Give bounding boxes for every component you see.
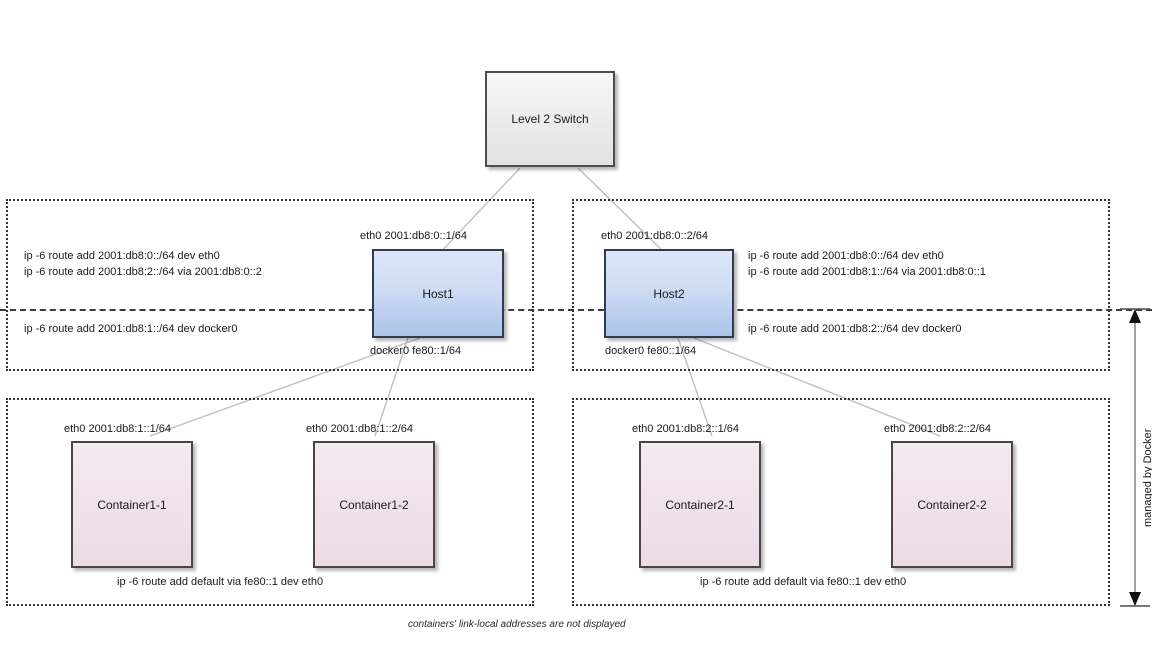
container-group1-default-route-cmd: ip -6 route add default via fe80::1 dev … <box>117 576 324 588</box>
node-label: Host2 <box>653 286 685 301</box>
host1-route-docker0-cmd: ip -6 route add 2001:db8:1::/64 dev dock… <box>24 323 238 335</box>
node-label: Host1 <box>422 286 454 301</box>
node-level-2-switch[interactable]: Level 2 Switch <box>485 71 615 167</box>
node-label: Container1-2 <box>339 497 409 512</box>
host1-scope-frame <box>6 199 534 371</box>
node-container1-2[interactable]: Container1-2 <box>313 441 435 568</box>
node-label: Container2-1 <box>665 497 735 512</box>
host2-eth0-label: eth0 2001:db8:0::2/64 <box>601 230 709 242</box>
container1-2-eth0-label: eth0 2001:db8:1::2/64 <box>306 423 414 435</box>
host1-eth0-label: eth0 2001:db8:0::1/64 <box>360 230 468 242</box>
arrow-down-icon <box>1129 592 1141 606</box>
container2-2-eth0-label: eth0 2001:db8:2::2/64 <box>884 423 992 435</box>
host1-route-via-cmd: ip -6 route add 2001:db8:2::/64 via 2001… <box>24 266 262 278</box>
node-label: Container2-2 <box>917 497 987 512</box>
managed-by-docker-label: managed by Docker <box>1142 428 1152 527</box>
container-group2-frame <box>572 398 1110 606</box>
container-group2-default-route-cmd: ip -6 route add default via fe80::1 dev … <box>700 576 907 588</box>
host2-route-docker0-cmd: ip -6 route add 2001:db8:2::/64 dev dock… <box>748 323 962 335</box>
node-container2-1[interactable]: Container2-1 <box>639 441 761 568</box>
container1-1-eth0-label: eth0 2001:db8:1::1/64 <box>64 423 172 435</box>
node-host2[interactable]: Host2 <box>604 249 734 338</box>
node-label: Level 2 Switch <box>511 112 589 126</box>
host1-route-eth0-cmd: ip -6 route add 2001:db8:0::/64 dev eth0 <box>24 250 220 262</box>
node-host1[interactable]: Host1 <box>372 249 504 338</box>
host2-route-via-cmd: ip -6 route add 2001:db8:1::/64 via 2001… <box>748 266 986 278</box>
arrow-up-icon <box>1129 309 1141 323</box>
node-container2-2[interactable]: Container2-2 <box>891 441 1013 568</box>
managed-by-docker-measure <box>1120 308 1150 607</box>
diagram-caption: containers' link-local addresses are not… <box>408 619 626 630</box>
host-kernel-split-line <box>0 309 1152 311</box>
host2-route-eth0-cmd: ip -6 route add 2001:db8:0::/64 dev eth0 <box>748 250 944 262</box>
node-container1-1[interactable]: Container1-1 <box>71 441 193 568</box>
node-label: Container1-1 <box>97 497 167 512</box>
host2-scope-frame <box>572 199 1110 371</box>
host1-docker0-label: docker0 fe80::1/64 <box>370 345 462 357</box>
host2-docker0-label: docker0 fe80::1/64 <box>605 345 697 357</box>
container2-1-eth0-label: eth0 2001:db8:2::1/64 <box>632 423 740 435</box>
container-group1-frame <box>6 398 534 606</box>
